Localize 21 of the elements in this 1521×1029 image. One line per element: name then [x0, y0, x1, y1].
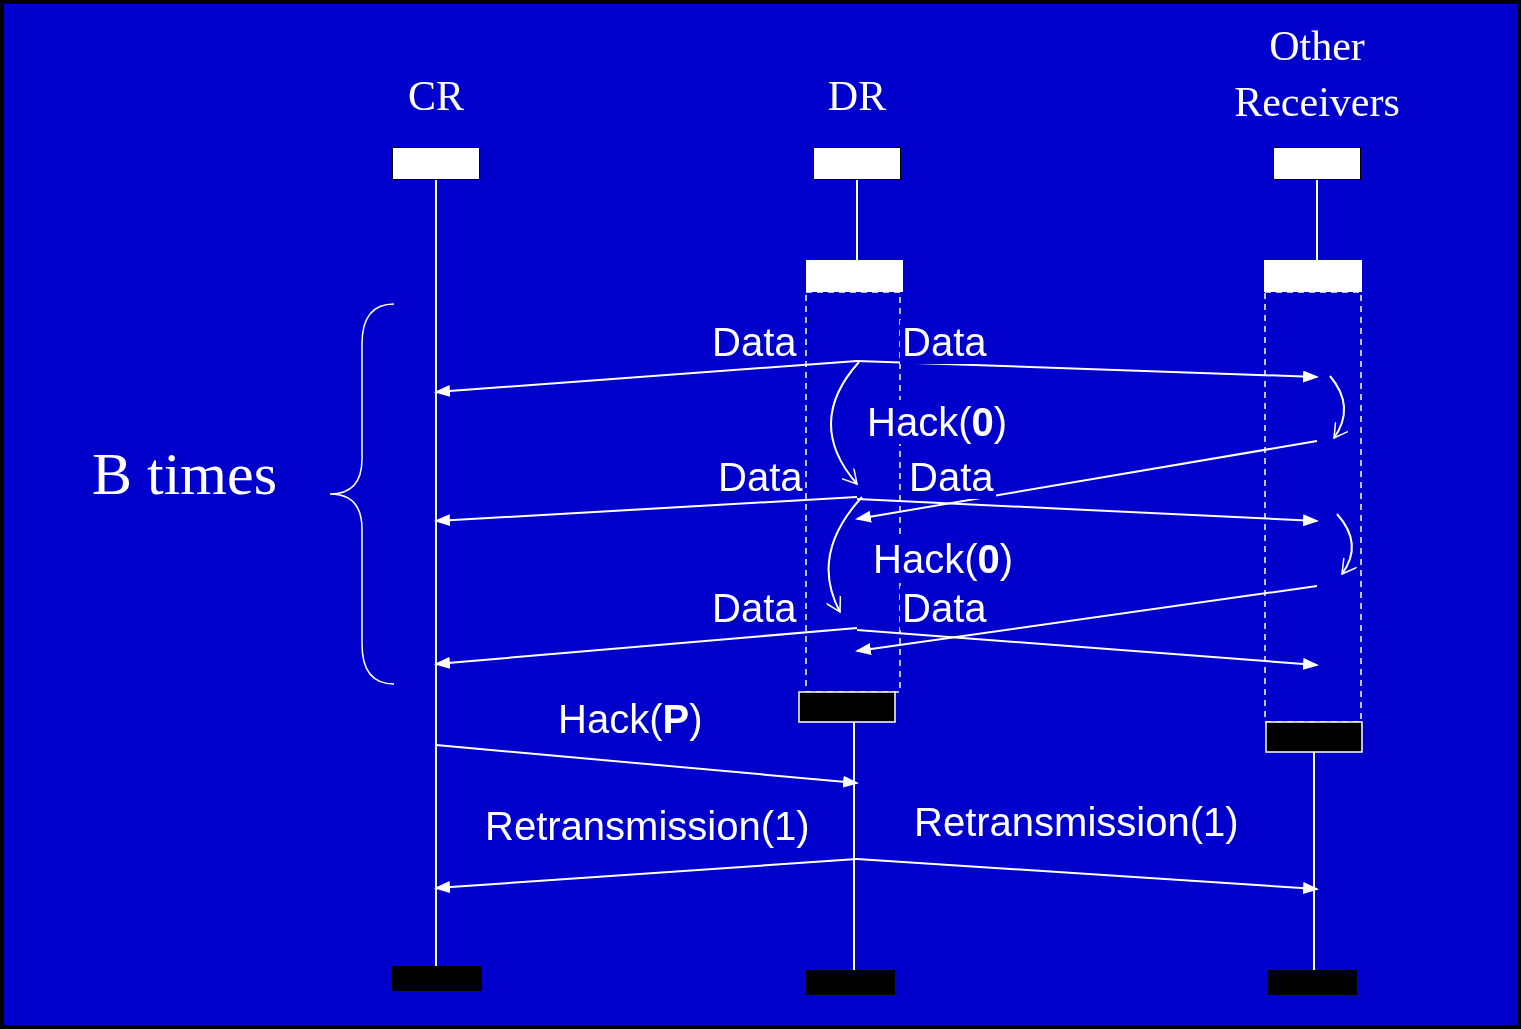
annotation-label: B times: [92, 440, 277, 509]
message-arrow: [856, 858, 1319, 895]
participant-label: CR: [407, 72, 465, 121]
message-arrow: [855, 585, 1318, 655]
message-arrow: [856, 498, 1319, 527]
message-arrow: [1329, 375, 1350, 439]
message-arrow: [435, 744, 859, 788]
message-arrow: [826, 496, 863, 613]
message-arrow: [855, 440, 1318, 523]
message-arrow: [434, 858, 858, 893]
message-arrow: [830, 361, 860, 485]
message-label: Data: [900, 320, 989, 364]
message-arrow: [434, 627, 858, 669]
message-arrow: [434, 496, 858, 527]
message-arrow: [1336, 513, 1358, 575]
message-label: Data: [900, 586, 989, 630]
message-arrow: [434, 360, 858, 397]
participant-label: Other Receivers: [1233, 22, 1401, 127]
message-arrow: [856, 360, 1319, 383]
message-arrow: [856, 629, 1319, 670]
participant-label: DR: [826, 72, 888, 121]
